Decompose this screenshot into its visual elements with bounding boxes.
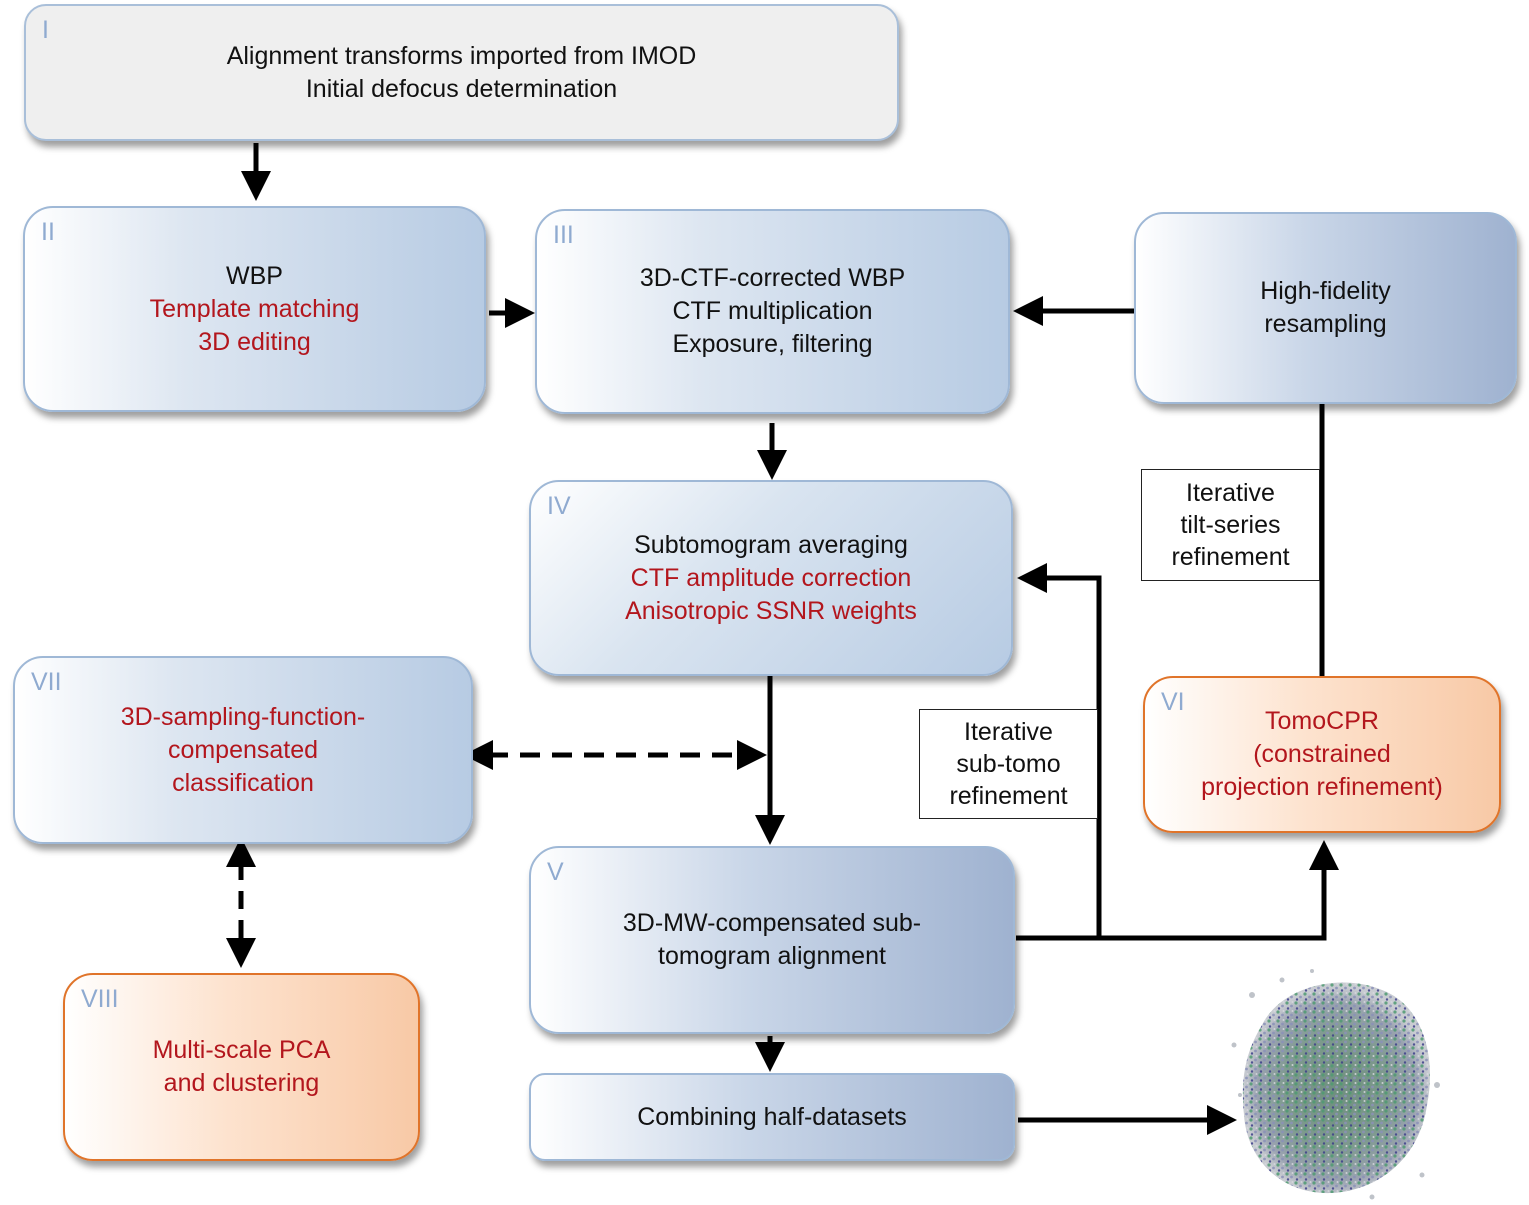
connector-v-to-right	[1016, 840, 1339, 941]
box-v-line-1: 3D-MW-compensated sub-	[622, 909, 922, 937]
numeral-iv: IV	[547, 492, 571, 520]
box-combining-half-datasets: Combining half-datasets	[529, 1073, 1015, 1161]
tilt-label-line-1: Iterative	[1186, 479, 1275, 507]
numeral-vi: VI	[1161, 688, 1185, 716]
box-iv: IV Subtomogram averaging CTF amplitude c…	[529, 480, 1013, 676]
tilt-label-line-2: tilt-series	[1180, 511, 1281, 539]
box-i-line-2: Initial defocus determination	[305, 74, 618, 103]
tilt-label-line-3: refinement	[1171, 543, 1290, 571]
box-ii-red-1: Template matching	[149, 294, 360, 323]
box-i-line-1: Alignment transforms imported from IMOD	[226, 41, 697, 70]
numeral-viii: VIII	[81, 985, 119, 1013]
box-ii-line-1: WBP	[226, 261, 283, 290]
box-v-line-2: tomogram alignment	[658, 942, 886, 970]
box-iii-line-1: 3D-CTF-corrected WBP	[639, 264, 906, 292]
box-iii-line-3: Exposure, filtering	[672, 330, 873, 358]
label-iterative-sub-tomo-refinement: Iterative sub-tomo refinement	[919, 709, 1098, 819]
label-iterative-tilt-series-refinement: Iterative tilt-series refinement	[1141, 469, 1320, 581]
connector-sub-tomo-loop	[1017, 563, 1102, 938]
box-iv-line-1: Subtomogram averaging	[634, 530, 908, 559]
numeral-vii: VII	[31, 668, 62, 696]
subtomo-label-line-2: sub-tomo	[956, 750, 1061, 778]
box-hf-line-2: resampling	[1264, 310, 1387, 338]
box-i: I Alignment transforms imported from IMO…	[24, 4, 899, 141]
numeral-ii: II	[41, 218, 55, 246]
box-vi-red-3: projection refinement)	[1201, 773, 1443, 801]
subtomo-label-line-3: refinement	[949, 782, 1068, 810]
box-ch-line-1: Combining half-datasets	[637, 1102, 907, 1131]
box-vii-red-2: compensated	[167, 735, 319, 764]
numeral-i: I	[42, 16, 49, 44]
box-v: V 3D-MW-compensated sub- tomogram alignm…	[529, 846, 1015, 1034]
box-iv-red-2: Anisotropic SSNR weights	[625, 596, 917, 625]
box-vii-red-1: 3D-sampling-function-	[120, 702, 366, 731]
box-iii: III 3D-CTF-corrected WBP CTF multiplicat…	[535, 209, 1010, 414]
box-vi-red-2: (constrained	[1253, 740, 1391, 768]
density-map-image	[1231, 969, 1440, 1200]
box-iii-line-2: CTF multiplication	[672, 297, 873, 325]
box-viii-red-1: Multi-scale PCA	[152, 1036, 331, 1064]
box-vii-red-3: classification	[172, 768, 314, 797]
numeral-v: V	[547, 858, 564, 886]
box-ii: II WBP Template matching 3D editing	[23, 206, 486, 412]
box-vi: VI TomoCPR (constrained projection refin…	[1143, 676, 1501, 833]
box-viii: VIII Multi-scale PCA and clustering	[63, 973, 420, 1161]
box-high-fidelity-resampling: High-fidelity resampling	[1134, 212, 1517, 404]
box-iv-red-1: CTF amplitude correction	[630, 563, 912, 592]
box-vi-red-1: TomoCPR	[1265, 707, 1379, 735]
numeral-iii: III	[553, 221, 574, 249]
box-hf-line-1: High-fidelity	[1260, 277, 1391, 305]
subtomo-label-line-1: Iterative	[964, 718, 1053, 746]
box-ii-red-2: 3D editing	[198, 327, 311, 356]
box-vii: VII 3D-sampling-function- compensated cl…	[13, 656, 473, 844]
box-viii-red-2: and clustering	[163, 1069, 320, 1097]
